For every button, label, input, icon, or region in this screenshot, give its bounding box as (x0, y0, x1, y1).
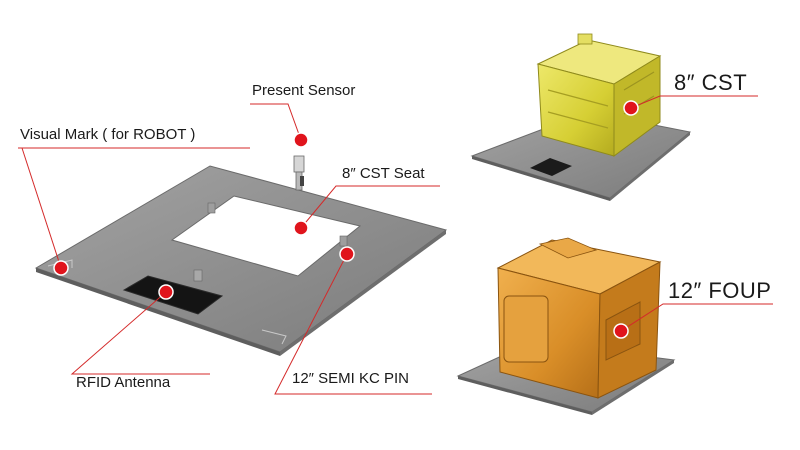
cst-cassette (536, 33, 662, 157)
plate-post (193, 269, 203, 282)
label-cst-seat: 8″ CST Seat (342, 165, 425, 182)
foup-assembly (456, 237, 676, 415)
leader-rfid (70, 291, 210, 375)
marker-present-sensor (293, 132, 309, 148)
leader-visual-mark-drop (21, 147, 62, 269)
marker-kc-pin (339, 246, 355, 262)
marker-foup (613, 323, 629, 339)
marker-cst (623, 100, 639, 116)
label-cst: 8″ CST (674, 70, 748, 95)
cst-assembly (470, 33, 692, 201)
plate-post (339, 235, 348, 247)
corner-mark (261, 329, 287, 345)
label-foup: 12″ FOUP (668, 278, 772, 303)
leader-foup (620, 303, 773, 332)
label-kc-pin: 12″ SEMI KC PIN (292, 370, 410, 387)
foup-pod (496, 237, 662, 399)
label-present-sensor: Present Sensor (252, 82, 356, 99)
leader-kc-pin (274, 253, 432, 395)
marker-cst-seat (293, 220, 309, 236)
leader-lines (18, 95, 773, 395)
cst-plate-slot (530, 158, 572, 176)
plate-post (207, 202, 216, 214)
leader-cst-seat (300, 185, 440, 229)
leader-cst (630, 95, 758, 109)
marker-dots (53, 100, 639, 339)
marker-rfid (158, 284, 174, 300)
label-visual-mark: Visual Mark ( for ROBOT ) (20, 126, 196, 143)
present-sensor (293, 155, 305, 191)
leader-present-sensor (250, 103, 302, 141)
label-rfid-antenna: RFID Antenna (76, 374, 171, 391)
marker-visual-mark (53, 260, 69, 276)
